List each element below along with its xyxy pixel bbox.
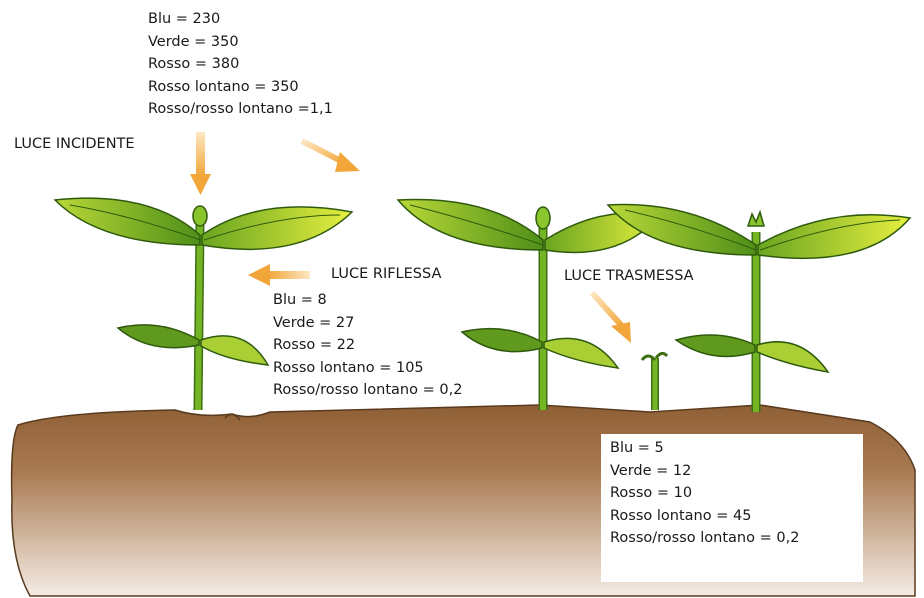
transmitted-blue: Blu = 5 [610,437,799,460]
transmitted-red: Rosso = 10 [610,482,799,505]
reflected-values: Blu = 8 Verde = 27 Rosso = 22 Rosso lont… [273,289,462,402]
reflected-blue: Blu = 8 [273,289,462,312]
incident-far-red: Rosso lontano = 350 [148,76,333,99]
reflected-ratio: Rosso/rosso lontano = 0,2 [273,379,462,402]
incident-blue: Blu = 230 [148,8,333,31]
incident-green: Verde = 350 [148,31,333,54]
arrow-reflected-left [248,264,310,286]
transmitted-far-red: Rosso lontano = 45 [610,505,799,528]
reflected-red: Rosso = 22 [273,334,462,357]
arrow-transmitted [592,293,631,343]
seedling [642,353,667,410]
label-incident-light: LUCE INCIDENTE [14,133,135,155]
label-reflected-light: LUCE RIFLESSA [331,263,441,285]
arrow-incident-down [190,132,211,195]
reflected-far-red: Rosso lontano = 105 [273,357,462,380]
transmitted-ratio: Rosso/rosso lontano = 0,2 [610,527,799,550]
incident-red: Rosso = 380 [148,53,333,76]
reflected-green: Verde = 27 [273,312,462,335]
incident-ratio: Rosso/rosso lontano =1,1 [148,98,333,121]
arrow-incident-diagonal [302,141,360,172]
label-transmitted-light: LUCE TRASMESSA [564,265,694,287]
incident-values: Blu = 230 Verde = 350 Rosso = 380 Rosso … [148,8,333,121]
transmitted-green: Verde = 12 [610,460,799,483]
transmitted-values: Blu = 5 Verde = 12 Rosso = 10 Rosso lont… [610,437,799,550]
